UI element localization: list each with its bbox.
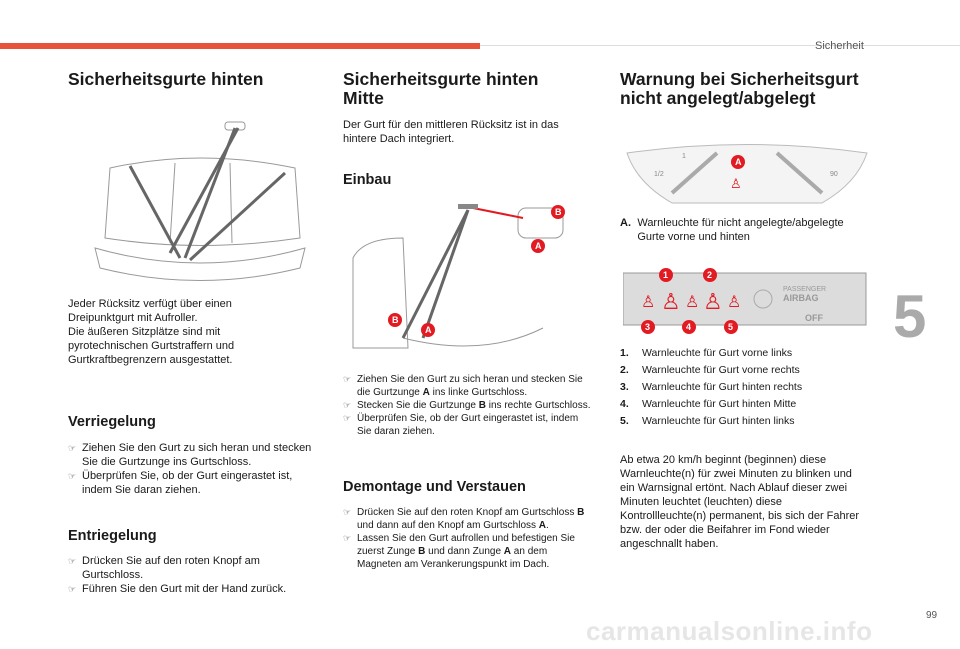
col2-title: Sicherheitsgurte hinten Mitte xyxy=(343,69,539,108)
badge-4: 4 xyxy=(686,322,691,332)
component-label: A xyxy=(538,520,547,531)
legend-a-label: A. xyxy=(620,217,631,229)
list-item: 5.Warnleuchte für Gurt hinten links xyxy=(620,415,795,427)
bullet-item: Drücken Sie auf den roten Knopf am Gurts… xyxy=(68,554,323,582)
bullet-text: Überprüfen Sie, ob der Gurt eingerastet … xyxy=(82,470,293,496)
rear-seat-illustration xyxy=(94,121,306,281)
bullet-text: Führen Sie den Gurt mit der Hand zurück. xyxy=(82,583,287,595)
instrument-cluster-illustration: 1/2 1 90 A ♙ xyxy=(626,144,868,204)
badge-a: A xyxy=(735,157,742,167)
fuel-full: 1 xyxy=(682,153,686,160)
bullet-text: an dem Magneten am Verankerungspunkt im … xyxy=(357,546,550,570)
legend-a: A. Warnleuchte für nicht angelegte/abgel… xyxy=(620,216,870,244)
component-label: B xyxy=(418,546,426,557)
component-label: B xyxy=(478,400,486,411)
bullet-item: Stecken Sie die Gurtzunge B ins rechte G… xyxy=(343,399,593,412)
bullet-text: Drücken Sie auf den roten Knopf am Gurts… xyxy=(357,507,578,518)
col1-intro: Jeder Rücksitz verfügt über einen Dreipu… xyxy=(68,297,308,367)
bullet-text: und dann Zunge xyxy=(425,546,504,557)
bullet-text: Lassen Sie den Gurt aufrollen und befest… xyxy=(357,533,575,557)
temp-mark: 90 xyxy=(830,171,838,178)
bullet-text: Drücken Sie auf den roten Knopf am Gurts… xyxy=(82,555,260,581)
watermark: carmanualsonline.info xyxy=(586,616,873,646)
legend-a-text: Warnleuchte für nicht angelegte/abgelegt… xyxy=(637,217,844,243)
badge-3: 3 xyxy=(645,322,650,332)
col2-intro: Der Gurt für den mittleren Rücksitz ist … xyxy=(343,119,559,145)
col1-title: Sicherheitsgurte hinten xyxy=(68,69,264,89)
center-belt-illustration: B A B A xyxy=(352,204,565,349)
bullet-text: und dann auf den Knopf am Gurtschloss xyxy=(357,520,539,531)
bullet-text: Ziehen Sie den Gurt zu sich heran und st… xyxy=(357,374,583,398)
bullet-text: Stecken Sie die Gurtzunge xyxy=(357,400,479,411)
badge-1: 1 xyxy=(663,270,668,280)
label-b: B xyxy=(392,315,399,325)
list-item: 1.Warnleuchte für Gurt vorne links xyxy=(620,347,793,359)
label-a: A xyxy=(535,241,542,251)
bullet-text: ins rechte Gurtschloss. xyxy=(485,400,591,411)
bullet-item: Drücken Sie auf den roten Knopf am Gurts… xyxy=(343,506,593,532)
intro-line: Jeder Rücksitz verfügt über einen xyxy=(68,298,232,310)
list-item: 2.Warnleuchte für Gurt vorne rechts xyxy=(620,364,800,376)
seatbelt-icon: ♙ xyxy=(641,294,655,311)
header-divider xyxy=(480,45,960,46)
badge-5: 5 xyxy=(728,322,733,332)
seatbelt-warning-panel: ♙ ♙ ♙ ♙ ♙ PASSENGER AIRBAG OFF 1 2 3 4 5 xyxy=(623,268,867,334)
bullet-text: Überprüfen Sie, ob der Gurt eingerastet … xyxy=(357,413,579,437)
unlock-steps: Drücken Sie auf den roten Knopf am Gurts… xyxy=(68,554,323,596)
bullet-text: . xyxy=(546,520,549,531)
remove-heading: Demontage und Verstauen xyxy=(343,479,526,495)
col3-title: Warnung bei Sicherheitsgurt nicht angele… xyxy=(620,69,859,108)
intro-line: pyrotechnischen Gurtstraffern und xyxy=(68,340,235,352)
list-item: 4.Warnleuchte für Gurt hinten Mitte xyxy=(620,398,797,410)
warning-lamp-list: 1.Warnleuchte für Gurt vorne links 2.War… xyxy=(620,345,870,430)
remove-steps: Drücken Sie auf den roten Knopf am Gurts… xyxy=(343,506,593,571)
seatbelt-icon: ♙ xyxy=(685,294,699,311)
install-steps: Ziehen Sie den Gurt zu sich heran und st… xyxy=(343,373,593,438)
bullet-text: Ziehen Sie den Gurt zu sich heran und st… xyxy=(82,442,312,468)
lock-heading: Verriegelung xyxy=(68,414,156,430)
seatbelt-icon: ♙ xyxy=(661,289,681,314)
chapter-number: 5 xyxy=(893,283,927,350)
passenger-label: PASSENGER xyxy=(783,286,826,293)
seatbelt-icon: ♙ xyxy=(727,294,741,311)
off-label: OFF xyxy=(805,313,823,323)
label-a: A xyxy=(425,325,432,335)
fuel-half: 1/2 xyxy=(654,171,664,178)
warning-paragraph: Ab etwa 20 km/h beginnt (beginnen) diese… xyxy=(620,454,860,550)
header-accent-bar xyxy=(0,43,480,49)
bullet-text: ins linke Gurtschloss. xyxy=(429,387,528,398)
intro-line: Dreipunktgurt mit Aufroller. xyxy=(68,312,198,324)
airbag-off-icon xyxy=(753,289,773,309)
bullet-item: Überprüfen Sie, ob der Gurt eingerastet … xyxy=(68,469,323,497)
page-number: 99 xyxy=(926,610,938,621)
unlock-heading: Entriegelung xyxy=(68,528,157,544)
component-label: B xyxy=(577,507,585,518)
section-title: Sicherheit xyxy=(815,40,864,52)
intro-line: Gurtkraftbegrenzern ausgestattet. xyxy=(68,354,233,366)
bullet-item: Lassen Sie den Gurt aufrollen und befest… xyxy=(343,532,593,571)
lock-steps: Ziehen Sie den Gurt zu sich heran und st… xyxy=(68,441,323,497)
seatbelt-icon: ♙ xyxy=(703,289,723,314)
component-label: A xyxy=(503,546,512,557)
airbag-label: AIRBAG xyxy=(783,293,819,303)
label-b: B xyxy=(555,207,562,217)
seatbelt-warning-icon: ♙ xyxy=(730,176,742,191)
bullet-item: Überprüfen Sie, ob der Gurt eingerastet … xyxy=(343,412,593,438)
bullet-item: Führen Sie den Gurt mit der Hand zurück. xyxy=(68,582,323,596)
badge-2: 2 xyxy=(707,270,712,280)
bullet-item: Ziehen Sie den Gurt zu sich heran und st… xyxy=(343,373,593,399)
bullet-item: Ziehen Sie den Gurt zu sich heran und st… xyxy=(68,441,323,469)
install-heading: Einbau xyxy=(343,172,392,188)
intro-line: Die äußeren Sitzplätze sind mit xyxy=(68,326,221,338)
list-item: 3.Warnleuchte für Gurt hinten rechts xyxy=(620,381,803,393)
component-label: A xyxy=(422,387,430,398)
